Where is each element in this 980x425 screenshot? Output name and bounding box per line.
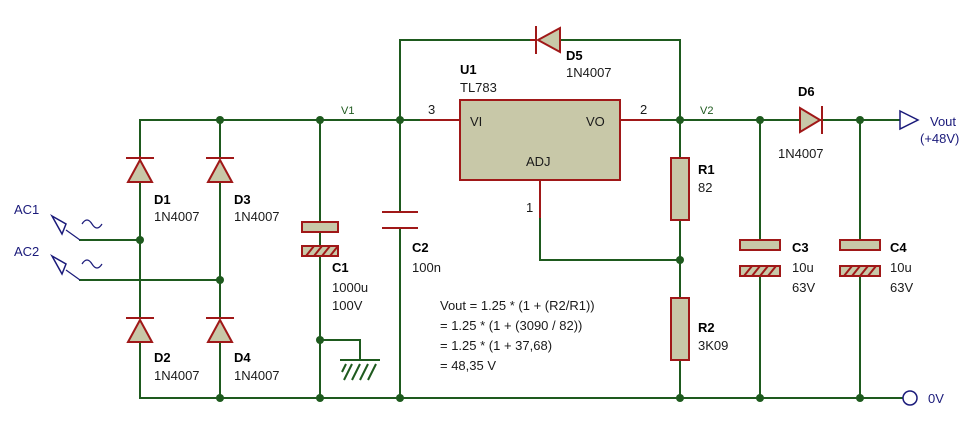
c3-voltage: 63V xyxy=(792,280,815,295)
junction-dot xyxy=(396,116,404,124)
c1-value: 1000u xyxy=(332,280,368,295)
output-formula: Vout = 1.25 * (1 + (R2/R1)) = 1.25 * (1 … xyxy=(440,298,595,373)
d5-ref: D5 xyxy=(566,48,583,63)
ground-terminal-icon xyxy=(902,390,918,406)
junction-dot xyxy=(316,336,324,344)
d1-ref: D1 xyxy=(154,192,171,207)
ac2-terminal-icon xyxy=(50,254,67,276)
c4-value: 10u xyxy=(890,260,912,275)
junction-dot xyxy=(856,394,864,402)
capacitor-c4: C4 10u 63V xyxy=(839,239,913,295)
chassis-ground-icon xyxy=(340,359,380,381)
u1-pin-number-vo: 2 xyxy=(640,102,647,117)
r2-value: 3K09 xyxy=(698,338,728,353)
ac1-sine-icon xyxy=(81,219,103,229)
ac2-sine-icon xyxy=(81,259,103,269)
u1-ref: U1 xyxy=(460,62,477,77)
ac2-label: AC2 xyxy=(14,244,39,259)
junction-dot xyxy=(316,394,324,402)
regulator-u1: U1 TL783 VI VO ADJ 3 2 1 xyxy=(420,62,660,218)
junction-dot xyxy=(676,256,684,264)
u1-pin-adj: ADJ xyxy=(526,154,551,169)
wires xyxy=(79,39,904,399)
d5-value: 1N4007 xyxy=(566,65,612,80)
resistor-r2: R2 3K09 xyxy=(670,297,728,361)
net-label-v2: V2 xyxy=(700,105,713,117)
formula-line-4: = 48,35 V xyxy=(440,358,496,373)
capacitor-c1: C1 1000u 100V xyxy=(301,221,368,313)
formula-line-3: = 1.25 * (1 + 37,68) xyxy=(440,338,552,353)
junction-dot xyxy=(756,394,764,402)
ac1-input[interactable]: AC1 xyxy=(14,202,103,241)
vout-sublabel: (+48V) xyxy=(920,131,959,146)
c1-ref: C1 xyxy=(332,260,349,275)
diode-d1: D1 1N4007 xyxy=(126,156,200,224)
d3-ref: D3 xyxy=(234,192,251,207)
u1-pin-vo: VO xyxy=(586,114,605,129)
r1-ref: R1 xyxy=(698,162,715,177)
capacitor-c3: C3 10u 63V xyxy=(739,239,815,295)
junction-dot xyxy=(136,236,144,244)
ac1-terminal-icon xyxy=(50,214,67,236)
junction-dot xyxy=(216,116,224,124)
diode-d5: D5 1N4007 xyxy=(530,26,612,80)
c1-voltage: 100V xyxy=(332,298,363,313)
formula-line-1: Vout = 1.25 * (1 + (R2/R1)) xyxy=(440,298,595,313)
vout-label: Vout xyxy=(930,114,956,129)
resistor-r1: R1 82 xyxy=(670,157,715,221)
diode-d4: D4 1N4007 xyxy=(206,317,280,383)
junction-dot xyxy=(216,394,224,402)
ac2-input[interactable]: AC2 xyxy=(14,244,103,281)
d3-value: 1N4007 xyxy=(234,209,280,224)
d6-value: 1N4007 xyxy=(778,146,824,161)
u1-pin-number-vi: 3 xyxy=(428,102,435,117)
c2-value: 100n xyxy=(412,260,441,275)
junction-dot xyxy=(316,116,324,124)
net-label-v1: V1 xyxy=(341,105,354,117)
d6-ref: D6 xyxy=(798,84,815,99)
ac1-label: AC1 xyxy=(14,202,39,217)
output-arrow-icon xyxy=(899,109,920,131)
u1-pin-vi: VI xyxy=(470,114,482,129)
junction-dot xyxy=(856,116,864,124)
d2-value: 1N4007 xyxy=(154,368,200,383)
c3-value: 10u xyxy=(792,260,814,275)
formula-line-2: = 1.25 * (1 + (3090 / 82)) xyxy=(440,318,582,333)
ground-label: 0V xyxy=(928,391,944,406)
r2-ref: R2 xyxy=(698,320,715,335)
junction-dot xyxy=(396,394,404,402)
junction-dot xyxy=(676,116,684,124)
junction-dot xyxy=(756,116,764,124)
diode-d6: D6 1N4007 xyxy=(778,84,824,161)
junction-dot xyxy=(676,394,684,402)
c3-ref: C3 xyxy=(792,240,809,255)
junctions xyxy=(136,116,864,402)
d4-ref: D4 xyxy=(234,350,251,365)
vout-terminal[interactable]: Vout (+48V) xyxy=(899,109,959,146)
c2-ref: C2 xyxy=(412,240,429,255)
c4-voltage: 63V xyxy=(890,280,913,295)
ground-terminal[interactable]: 0V xyxy=(902,390,944,406)
u1-value: TL783 xyxy=(460,80,497,95)
junction-dot xyxy=(216,276,224,284)
diode-d3: D3 1N4007 xyxy=(206,157,280,224)
r1-value: 82 xyxy=(698,180,712,195)
u1-pin-number-adj: 1 xyxy=(526,200,533,215)
d2-ref: D2 xyxy=(154,350,171,365)
diode-d2: D2 1N4007 xyxy=(126,317,200,383)
capacitor-c2: C2 100n xyxy=(382,211,441,275)
d4-value: 1N4007 xyxy=(234,368,280,383)
c4-ref: C4 xyxy=(890,240,907,255)
d1-value: 1N4007 xyxy=(154,209,200,224)
